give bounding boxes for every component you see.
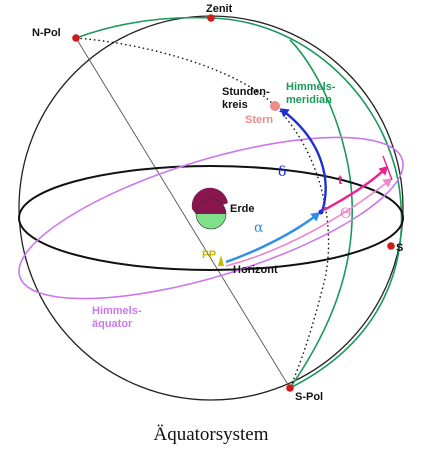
horizon-ellipse xyxy=(18,165,404,271)
theta-arc xyxy=(225,178,393,267)
label-alpha: α xyxy=(254,220,264,236)
label-s-pol: S-Pol xyxy=(295,391,323,403)
star-dot xyxy=(270,101,280,111)
n-pol-dot xyxy=(72,34,80,42)
label-n-pol: N-Pol xyxy=(32,27,61,39)
label-himmelsmeridian-1: Himmels- xyxy=(286,81,336,93)
label-fp: FP xyxy=(202,249,216,261)
label-stundenkreis-2: kreis xyxy=(222,99,248,111)
figure-caption: Äquatorsystem xyxy=(153,424,268,445)
alpha-arc xyxy=(225,212,321,264)
label-stern: Stern xyxy=(245,114,273,126)
label-horizont: Horizont xyxy=(233,264,278,276)
label-himmelsaequator-1: Himmels- xyxy=(92,305,142,317)
fp-marker xyxy=(218,255,224,266)
earth-axis-line xyxy=(75,37,291,389)
label-himmelsaequator-2: äquator xyxy=(92,318,133,330)
label-erde: Erde xyxy=(230,203,254,215)
label-t: t xyxy=(338,172,343,187)
declination-arc xyxy=(279,108,327,213)
label-s: S xyxy=(396,242,403,254)
label-zenit: Zenit xyxy=(206,3,233,15)
equator-star-intersection xyxy=(318,209,324,215)
himmelsmeridian-circle xyxy=(210,17,403,389)
s-point-dot xyxy=(387,242,395,250)
label-delta: δ xyxy=(278,164,286,180)
s-pol-dot xyxy=(286,384,294,392)
himmelsmeridian-back xyxy=(75,16,212,39)
earth-icon xyxy=(191,187,228,230)
label-himmelsmeridian-2: meridian xyxy=(286,94,332,106)
label-stundenkreis-1: Stunden- xyxy=(222,86,270,98)
zenit-dot xyxy=(207,14,215,22)
meridian-tick xyxy=(382,155,393,181)
celestial-equator-ellipse xyxy=(18,136,404,300)
label-theta: Θ xyxy=(340,206,351,222)
hour-angle-arc xyxy=(323,165,389,212)
